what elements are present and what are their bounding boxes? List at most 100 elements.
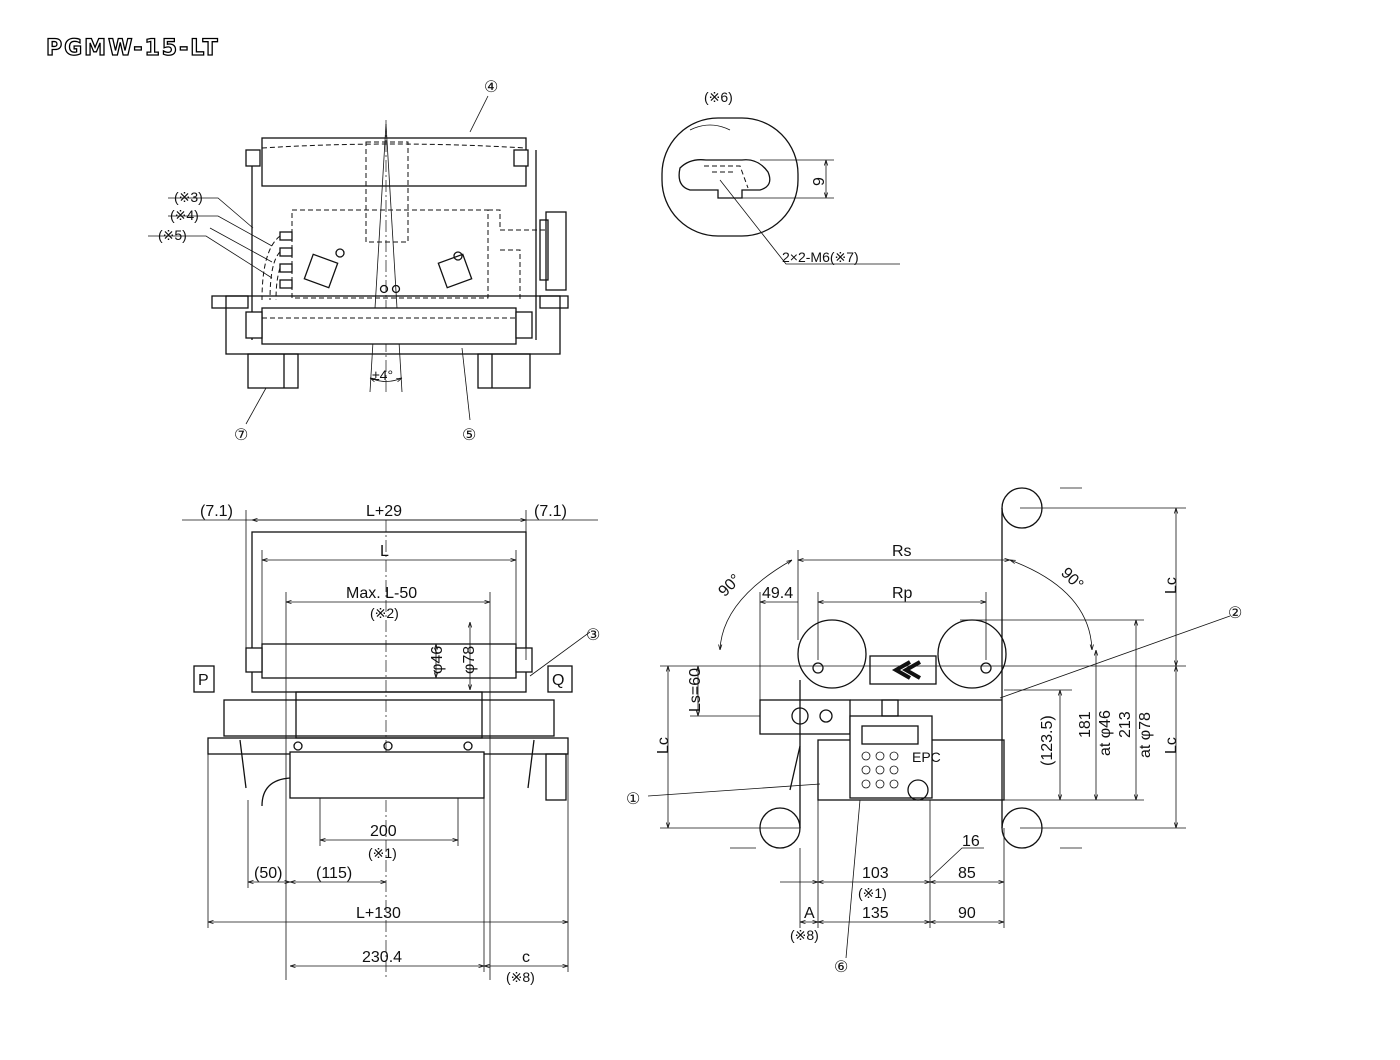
left-bearing-top (245, 149, 261, 167)
dim-71-left: (7.1) (200, 503, 233, 520)
lower-drum (289, 751, 485, 799)
bolt (379, 284, 389, 294)
direction-arrow-icon (891, 660, 921, 680)
sensor-bracket-right (437, 253, 473, 289)
dim-1235: (123.5) (1039, 715, 1056, 766)
dim-phi46: φ46 (429, 646, 446, 674)
detail-outline (661, 117, 799, 237)
left-bearing (245, 311, 263, 339)
dim-max: Max. L-50 (346, 585, 417, 602)
callout-7: ⑦ (234, 427, 248, 444)
bolt (335, 248, 345, 258)
note-leaders (148, 197, 273, 279)
dim-Ls: Ls=60 (687, 668, 704, 712)
swing-line-left (369, 123, 387, 393)
slot-profile (678, 159, 771, 199)
angle-left: 90° (715, 571, 744, 600)
dim-Lc-left: Lc (655, 737, 672, 754)
controller-display (861, 725, 919, 745)
dim-c: c (522, 949, 530, 966)
note-5: (※5) (158, 227, 187, 243)
arc-left (720, 560, 792, 650)
levers (239, 739, 535, 789)
bolt (383, 741, 393, 751)
air-fittings (261, 231, 293, 301)
motor-box (545, 753, 567, 801)
thread-label: 2×2-M6(※7) (782, 249, 859, 265)
cable-hidden (488, 209, 548, 300)
front-bearing-left (245, 647, 263, 673)
note-1-side: (※1) (858, 885, 887, 901)
note-8: (※8) (506, 969, 535, 985)
roller-shaft (980, 662, 992, 674)
dim-494: 49.4 (762, 585, 793, 602)
side-box-flange (539, 219, 549, 281)
actuator-knob (819, 709, 833, 723)
bolt (293, 741, 303, 751)
direction-plate (869, 655, 937, 685)
label-q: Q (552, 672, 564, 689)
note-8-side: (※8) (790, 927, 819, 943)
lower-frame (225, 295, 561, 355)
callout-1: ① (626, 791, 640, 808)
top-view: (※3) (※4) (※5) ±4° ④ ⑤ ⑦ (148, 79, 569, 444)
leader-5 (461, 347, 471, 421)
dim-Lc-top: Lc (1163, 577, 1180, 594)
left-handle (211, 295, 249, 309)
note-1: (※1) (368, 845, 397, 861)
label-p: P (198, 672, 209, 689)
dim-50: (50) (254, 865, 282, 882)
dim-2304: 230.4 (362, 949, 402, 966)
bolt (391, 284, 401, 294)
roller-shaft (812, 662, 824, 674)
dim-Rs: Rs (892, 543, 912, 560)
callout-4: ④ (484, 79, 498, 96)
side-view: EPC (626, 487, 1242, 976)
dim-200: 200 (370, 823, 397, 840)
dim-L130: L+130 (356, 905, 401, 922)
lower-roller (261, 307, 517, 345)
label-p-box (193, 665, 215, 693)
note-2: (※2) (370, 605, 399, 621)
callout-3: ③ (586, 627, 600, 644)
dim-90: 90 (958, 905, 976, 922)
dim-phi78: φ78 (461, 646, 478, 674)
roller-hidden-line (261, 143, 527, 149)
thread-leader (719, 179, 900, 265)
bolt (453, 251, 463, 261)
front-view: P Q (7.1) L+29 (7.1) L Max. L-50 (※2) φ4… (182, 503, 600, 985)
bolt (463, 741, 473, 751)
label-q-box (547, 665, 573, 693)
dim-L29: L+29 (366, 503, 402, 520)
controller-logo: EPC (912, 749, 941, 765)
terminal (881, 699, 899, 717)
controller-keypad (861, 751, 899, 789)
note-6: (※6) (704, 89, 733, 105)
leader-7 (245, 387, 267, 425)
dim-A: A (804, 905, 815, 922)
callout-2: ② (1228, 605, 1242, 622)
drawing-title: PGMW-15-LT (45, 35, 220, 61)
dim-at78: at φ78 (1137, 712, 1154, 758)
actuator-knob (791, 707, 809, 725)
sensor-bracket-left (303, 253, 339, 289)
dim-71-right: (7.1) (534, 503, 567, 520)
carriage (223, 699, 555, 737)
right-foot (477, 353, 531, 389)
actuator-block (759, 699, 851, 735)
arc-right (1010, 560, 1092, 650)
leader-4 (469, 95, 489, 133)
swing-line-right (385, 123, 403, 393)
dim-Lc-right: Lc (1163, 737, 1180, 754)
guide-roller-left (797, 619, 867, 689)
dim-Rp: Rp (892, 585, 913, 602)
thread-hidden (704, 165, 749, 189)
dim-115: (115) (316, 865, 352, 882)
guide-roller-right (937, 619, 1007, 689)
callout-5: ⑤ (462, 427, 476, 444)
dim-9-label: 9 (811, 177, 828, 186)
sensor-hidden (365, 141, 409, 243)
dim-85: 85 (958, 865, 976, 882)
callout-6: ⑥ (834, 959, 848, 976)
side-dimensions (647, 507, 1231, 959)
